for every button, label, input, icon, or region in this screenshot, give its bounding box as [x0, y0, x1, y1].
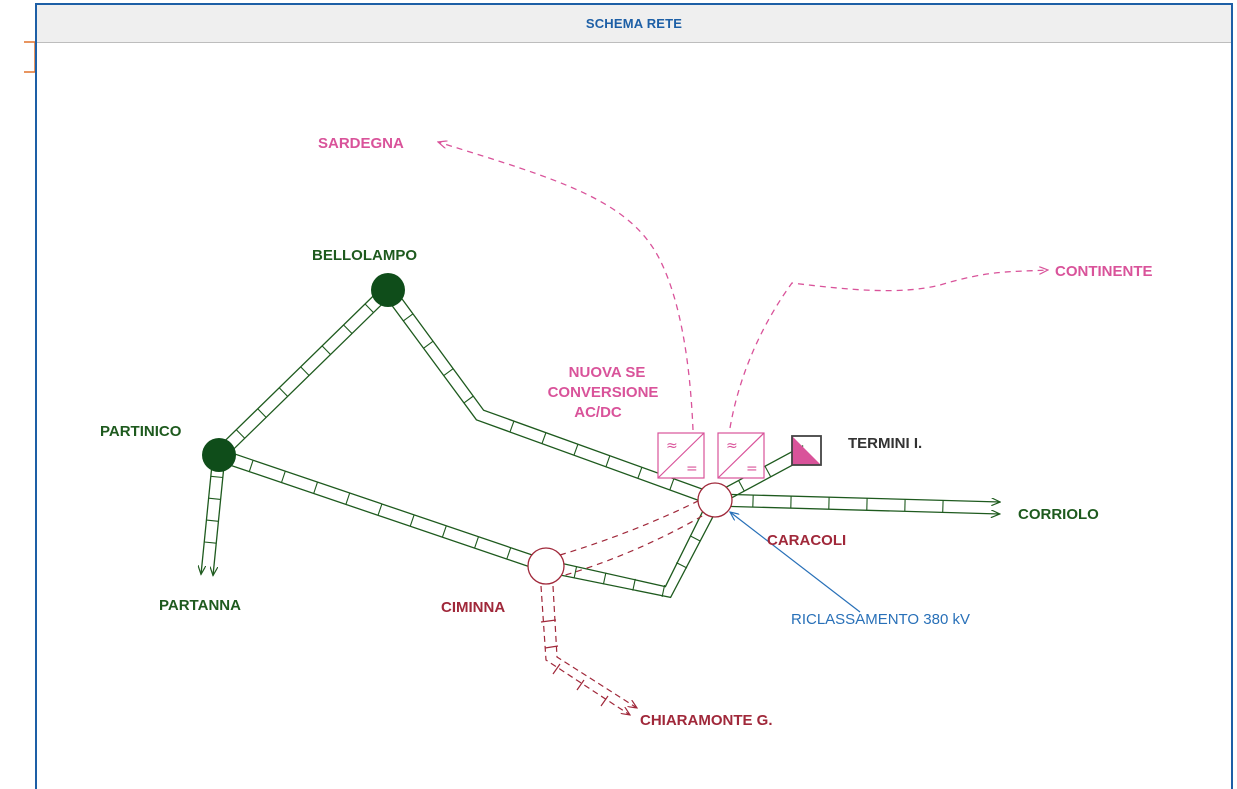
rung: [463, 395, 474, 404]
rung: [509, 420, 515, 433]
line-ciminna-caracoli: [544, 497, 721, 599]
rung: [443, 368, 454, 377]
rung: [313, 481, 319, 494]
new-link-ciminna-caracoli-1: [559, 499, 701, 556]
hvdc-link-sardegna: [438, 142, 694, 431]
rung: [474, 536, 480, 549]
panel-header: SCHEMA RETE: [37, 5, 1231, 43]
transmission-lines: [201, 285, 1000, 599]
plant-icon-termini: [791, 435, 822, 466]
rung: [573, 566, 578, 579]
label-caracoli: CARACOLI: [767, 532, 846, 549]
rung: [300, 366, 310, 376]
rung: [605, 455, 611, 468]
rung: [343, 324, 353, 334]
node-ciminna: [527, 547, 565, 585]
reclassification-pointer: [730, 512, 861, 613]
label-partinico: PARTINICO: [100, 423, 182, 440]
label-sardegna: SARDEGNA: [318, 135, 404, 152]
conductor: [544, 502, 721, 599]
label-chiaramonte: CHIARAMONTE G.: [640, 712, 773, 729]
rung: [377, 503, 383, 516]
rung: [669, 478, 675, 491]
rung: [280, 471, 286, 483]
svg-text:≈: ≈: [666, 438, 678, 454]
rung: [573, 443, 579, 456]
new-link-ciminna-caracoli-2: [554, 509, 713, 579]
rung: [345, 492, 351, 505]
label-partanna: PARTANNA: [159, 597, 241, 614]
label-ciminna: CIMINNA: [441, 599, 505, 616]
rung: [764, 466, 772, 478]
conductor: [201, 454, 214, 574]
conductor: [222, 293, 393, 460]
rung: [423, 340, 434, 349]
svg-text:=: =: [746, 461, 758, 477]
conductor: [216, 460, 545, 573]
svg-text:≈: ≈: [726, 438, 738, 454]
rung: [206, 519, 219, 522]
conductor: [214, 285, 385, 452]
line-partinico-ciminna: [216, 448, 549, 573]
rung: [210, 475, 223, 479]
rung: [235, 429, 246, 439]
rung: [506, 547, 512, 560]
converter-icon: ≈ =: [657, 432, 705, 479]
rung: [602, 572, 607, 585]
line-partinico-bellolampo: [214, 285, 393, 460]
label-reclassification: RICLASSAMENTO 380 kV: [791, 611, 970, 628]
rung: [738, 480, 745, 492]
rung: [441, 525, 447, 538]
rung: [409, 514, 415, 527]
rung: [637, 467, 643, 479]
conductor: [714, 505, 1000, 514]
label-corriolo: CORRIOLO: [1018, 506, 1099, 523]
hvdc-link-continente: [729, 270, 1048, 429]
edge-mark: [24, 41, 35, 73]
line-bellolampo-caracoli: [382, 286, 718, 507]
label-continente: CONTINENTE: [1055, 263, 1153, 280]
line-partinico-partanna: [201, 454, 226, 576]
node-bellolampo: [371, 273, 405, 307]
label-bellolampo: BELLOLAMPO: [312, 247, 417, 264]
rung: [321, 345, 331, 355]
rung: [364, 303, 374, 313]
rung: [632, 578, 636, 591]
conductor: [382, 293, 714, 507]
diagram-frame: SCHEMA RETE: [35, 3, 1233, 789]
label-termini: TERMINI I.: [848, 435, 922, 452]
svg-text:=: =: [686, 461, 698, 477]
rung: [402, 313, 414, 322]
rung: [208, 497, 221, 500]
converter-icon: ≈ =: [717, 432, 765, 479]
conductor: [220, 448, 549, 561]
rung: [676, 562, 688, 569]
rung: [278, 387, 288, 397]
conductor: [715, 493, 1000, 502]
rung: [248, 460, 254, 472]
node-caracoli: [697, 482, 733, 518]
panel-title: SCHEMA RETE: [585, 16, 683, 31]
rung: [689, 535, 701, 542]
label-conversion-line-2: CONVERSIONE: [548, 384, 659, 401]
label-conversion-line-1: NUOVA SE: [569, 364, 646, 381]
line-ciminna-chiaramonte: [540, 585, 637, 715]
rung: [257, 408, 267, 418]
conductor: [547, 497, 711, 588]
line-caracoli-corriolo: [714, 493, 1000, 514]
label-conversion-line-3: AC/DC: [574, 404, 622, 421]
rung: [661, 584, 666, 598]
rung: [541, 432, 547, 444]
node-partinico: [202, 438, 236, 472]
rung: [204, 541, 217, 544]
conductor: [392, 286, 718, 496]
conductor: [213, 455, 226, 576]
